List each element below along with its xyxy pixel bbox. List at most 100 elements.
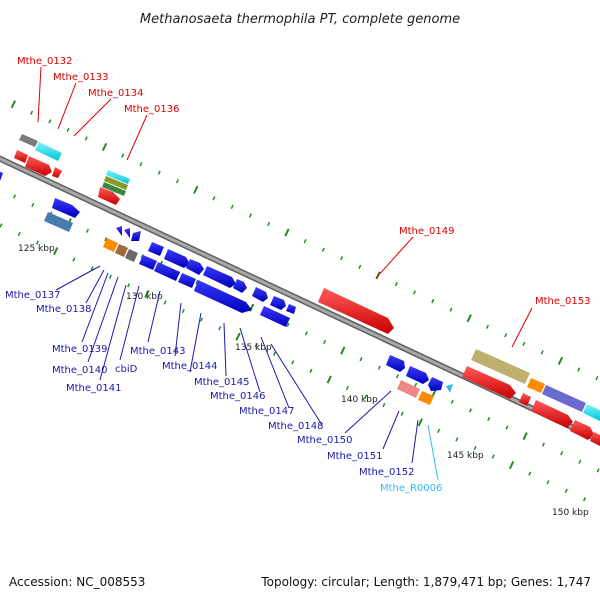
gene-label-mthe-0153[interactable]: Mthe_0153: [535, 296, 591, 307]
gene-arrow-0148[interactable]: [270, 296, 286, 310]
scale-tick: [582, 497, 587, 502]
scale-tick: [564, 488, 568, 493]
gene-label-mthe-0134[interactable]: Mthe_0134: [88, 88, 144, 99]
scale-tick: [359, 356, 363, 362]
leader-line: [85, 269, 105, 304]
gene-arrow-0152[interactable]: [418, 391, 434, 405]
leader-line: [55, 265, 101, 291]
gene-label-mthe-r0006[interactable]: Mthe_R0006: [380, 483, 442, 494]
gene-arrow-0150[interactable]: [386, 355, 405, 372]
leader-line: [73, 98, 112, 137]
gene-label-mthe-0148[interactable]: Mthe_0148: [268, 421, 324, 432]
gene-arrow-red-r1[interactable]: [519, 393, 531, 406]
gene-label-mthe-0144[interactable]: Mthe_0144: [162, 361, 218, 372]
gene-arrow-0143-row2[interactable]: [154, 262, 180, 281]
scale-tick: [85, 228, 90, 233]
gene-arrow-0149[interactable]: [318, 288, 394, 334]
gene-label-mthe-0150[interactable]: Mthe_0150: [297, 435, 353, 446]
gene-arrow-0136-red[interactable]: [98, 187, 120, 205]
gene-arrow-0147[interactable]: [252, 287, 268, 302]
label-leader-lines: [37, 66, 533, 481]
gene-arrow-0133[interactable]: [35, 142, 62, 161]
scale-tick: [139, 161, 143, 167]
gene-arrow-0145b[interactable]: [203, 266, 236, 288]
gene-arrow-purple[interactable]: [542, 385, 586, 412]
scale-tick: [254, 343, 258, 348]
scale-tick: [230, 204, 234, 210]
gene-arrow-blue-a[interactable]: [52, 198, 80, 218]
gene-arrow-0141[interactable]: [124, 228, 130, 238]
gene-steelblue[interactable]: [44, 212, 73, 232]
gene-arrow-red-r3[interactable]: [570, 420, 594, 440]
leader-line: [147, 290, 161, 343]
gene-arrow-0148b[interactable]: [286, 304, 296, 314]
scale-tick: [417, 418, 423, 427]
gene-arrow-0146[interactable]: [233, 279, 247, 293]
gene-arrow-0147-row2[interactable]: [260, 306, 290, 327]
gene-arrow-0132[interactable]: [19, 134, 38, 147]
gene-arrow-R0006[interactable]: [446, 384, 453, 393]
leader-line: [270, 343, 323, 426]
scale-tick: [468, 408, 472, 413]
gene-arrow-0136-olive[interactable]: [104, 176, 128, 190]
gene-arrow-0138[interactable]: [115, 244, 128, 257]
gene-label-mthe-0140[interactable]: Mthe_0140: [52, 365, 108, 376]
scale-tick: [522, 432, 528, 441]
gene-arrow-0145-row2[interactable]: [194, 280, 252, 313]
scale-tick: [72, 257, 76, 262]
gene-label-mthe-0149[interactable]: Mthe_0149: [399, 226, 455, 237]
gene-arrow-0136-green[interactable]: [102, 182, 126, 196]
gene-arrow-0145a[interactable]: [186, 259, 204, 275]
kbp-label-150: 150 kbp: [552, 508, 589, 518]
gene-label-mthe-0141[interactable]: Mthe_0141: [66, 383, 122, 394]
leader-line: [174, 302, 182, 357]
scale-tick: [345, 385, 349, 391]
gene-label-mthe-0143[interactable]: Mthe_0143: [130, 346, 186, 357]
gene-arrow-left-blue[interactable]: [0, 170, 3, 181]
gene-arrow-0143[interactable]: [148, 242, 164, 256]
gene-arrow-0144-row2[interactable]: [178, 273, 196, 288]
gene-label-mthe-0151[interactable]: Mthe_0151: [327, 451, 383, 462]
gene-arrow-0144[interactable]: [164, 249, 190, 268]
gene-label-mthe-0145[interactable]: Mthe_0145: [194, 377, 250, 388]
leader-line: [382, 410, 400, 450]
gene-arrow-0135[interactable]: [25, 156, 52, 176]
gene-arrow-0140[interactable]: [116, 226, 122, 236]
gene-arrow-red-r2[interactable]: [531, 400, 573, 428]
gene-arrow-0134[interactable]: [14, 150, 28, 163]
kbp-labels: 125 kbp 130 kbp 135 kbp 140 kbp 145 kbp …: [18, 244, 589, 518]
gene-arrow-0151-blue[interactable]: [428, 377, 443, 391]
scale-tick: [84, 136, 88, 141]
leader-line: [239, 327, 261, 393]
gene-label-cbid[interactable]: cbiD: [115, 364, 138, 375]
gene-label-mthe-0136[interactable]: Mthe_0136: [124, 104, 180, 115]
gene-arrow-cyan-r[interactable]: [583, 404, 600, 421]
gene-label-mthe-0133[interactable]: Mthe_0133: [53, 72, 109, 83]
scale-tick: [473, 445, 477, 451]
gene-arrow-0137-row2[interactable]: [139, 255, 157, 270]
gene-label-mthe-0132[interactable]: Mthe_0132: [17, 56, 73, 67]
leader-line: [260, 336, 290, 409]
scale-tick: [540, 350, 544, 355]
gene-arrow-0150b[interactable]: [406, 366, 429, 384]
gene-label-mthe-0139[interactable]: Mthe_0139: [52, 344, 108, 355]
gene-arrow-0153-red[interactable]: [462, 366, 516, 399]
gene-arrow-0151[interactable]: [397, 380, 420, 398]
gene-arrow-0137[interactable]: [103, 238, 118, 252]
gene-label-mthe-0138[interactable]: Mthe_0138: [36, 304, 92, 315]
scale-tick: [400, 411, 404, 416]
gene-arrow-red-r4[interactable]: [590, 432, 600, 446]
gene-arrow-0136-cyan[interactable]: [106, 170, 130, 184]
scale-tick: [358, 264, 362, 269]
gene-arrow-orange-r[interactable]: [527, 378, 545, 393]
gene-arrow-cbiD[interactable]: [131, 231, 141, 241]
scale-tick: [382, 403, 386, 408]
gene-label-mthe-0152[interactable]: Mthe_0152: [359, 467, 415, 478]
scale-tick: [235, 332, 241, 341]
gene-label-mthe-0147[interactable]: Mthe_0147: [239, 406, 295, 417]
gene-label-mthe-0137[interactable]: Mthe_0137: [5, 290, 61, 301]
gene-arrow-0135b[interactable]: [52, 167, 62, 178]
gene-label-mthe-0146[interactable]: Mthe_0146: [210, 391, 266, 402]
gene-arrow-0139[interactable]: [125, 249, 138, 262]
gene-0153[interactable]: [471, 349, 530, 384]
